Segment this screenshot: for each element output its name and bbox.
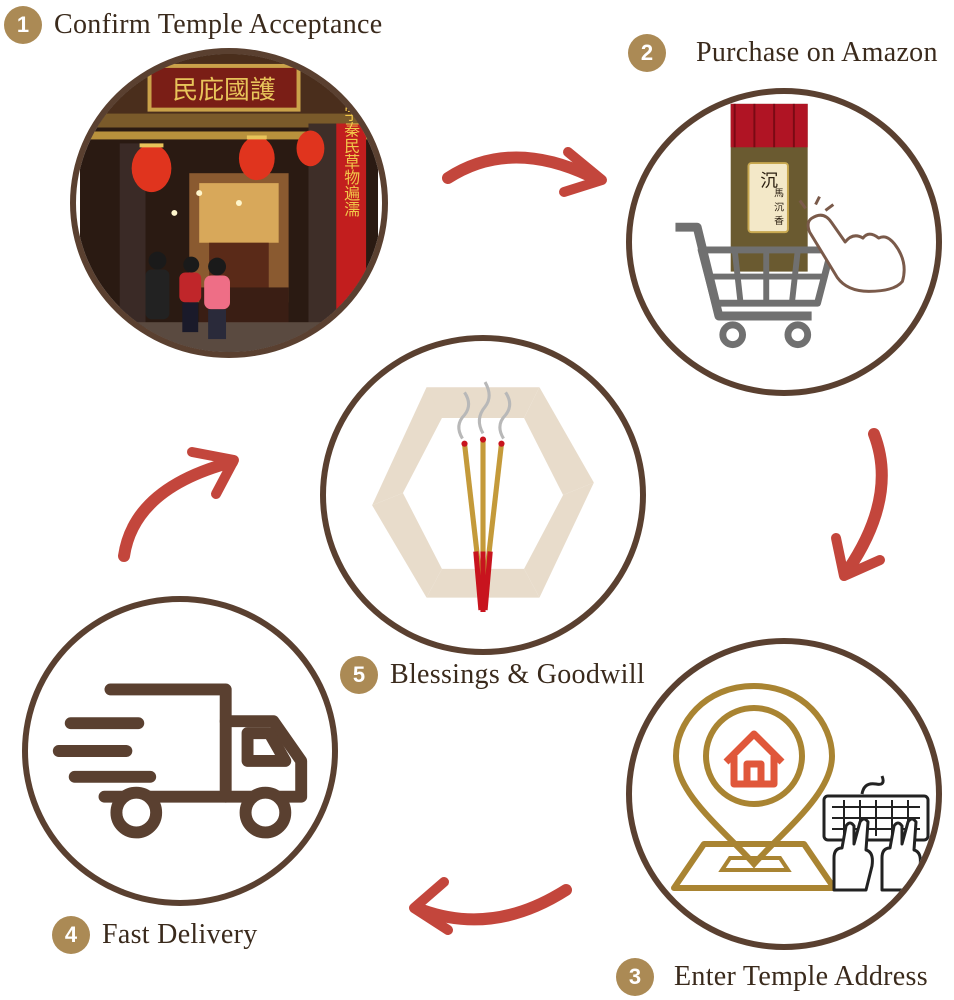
step-3-label: 3 Enter Temple Address bbox=[616, 958, 928, 996]
address-circle bbox=[626, 638, 942, 950]
blessings-circle bbox=[320, 335, 646, 655]
step-2-label: 2 Purchase on Amazon bbox=[628, 34, 938, 72]
step-2-title: Purchase on Amazon bbox=[696, 37, 938, 68]
typing-hands-icon bbox=[832, 817, 922, 892]
incense-label-char-3: 沉 bbox=[774, 200, 784, 213]
step-5-label: 5 Blessings & Goodwill bbox=[340, 656, 645, 694]
step-5-badge: 5 bbox=[340, 656, 378, 694]
incense-label-char-1: 沉 bbox=[760, 171, 778, 192]
step-1-title: Confirm Temple Acceptance bbox=[54, 9, 383, 40]
step-4-label: 4 Fast Delivery bbox=[52, 916, 258, 954]
temple-banner-text: 正字秦民草物遍濡 bbox=[342, 90, 361, 217]
step-4-badge: 4 bbox=[52, 916, 90, 954]
arrow-2-to-3 bbox=[831, 428, 888, 581]
temple-photo: 民庇國護 正字秦民草物遍濡 bbox=[80, 54, 378, 352]
house-icon bbox=[723, 730, 785, 788]
incense-label-char-2: 馬 bbox=[774, 188, 784, 200]
step-5-title: Blessings & Goodwill bbox=[390, 659, 645, 690]
step-1-label: 1 Confirm Temple Acceptance bbox=[4, 6, 382, 44]
arrow-4-to-5 bbox=[118, 447, 239, 562]
arrow-1-to-2 bbox=[442, 147, 607, 197]
incense-sticks-icon bbox=[372, 381, 594, 613]
step-3-badge: 3 bbox=[616, 958, 654, 996]
temple-signboard-text: 民庇國護 bbox=[172, 76, 275, 106]
delivery-truck-icon bbox=[52, 683, 308, 839]
temple-photo-circle: 民庇國護 正字秦民草物遍濡 bbox=[70, 48, 388, 358]
step-2-badge: 2 bbox=[628, 34, 666, 72]
hexagon-aperture-icon bbox=[372, 387, 594, 598]
step-4-title: Fast Delivery bbox=[102, 919, 258, 950]
map-pin-keyboard-icon bbox=[671, 682, 930, 892]
incense-label-char-4: 香 bbox=[774, 215, 784, 227]
delivery-circle bbox=[22, 596, 338, 906]
arrow-3-to-4 bbox=[409, 877, 572, 935]
shopping-cart-incense-icon: 沉 馬 沉 香 bbox=[675, 103, 906, 349]
step-1-badge: 1 bbox=[4, 6, 42, 44]
purchase-circle: 沉 馬 沉 香 bbox=[626, 88, 942, 396]
step-3-title: Enter Temple Address bbox=[674, 961, 928, 992]
